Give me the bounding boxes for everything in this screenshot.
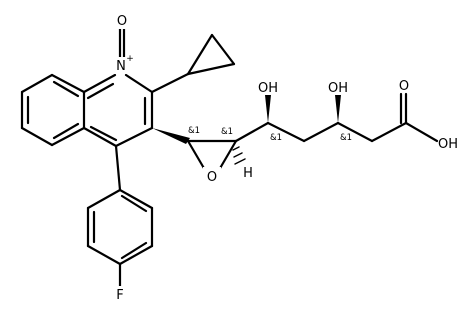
wedge-bond-oh3 — [335, 95, 341, 123]
side-chain — [234, 92, 439, 143]
pyridine-ring — [82, 73, 154, 148]
atom-epoxide-h: H — [243, 166, 253, 181]
cyclopropyl — [150, 33, 236, 94]
fluorophenyl — [86, 144, 154, 292]
label-bg-f — [113, 286, 127, 303]
stereo-label-c-right: &1 — [221, 127, 233, 137]
atom-oh-3: OH — [328, 81, 348, 96]
hashed-bond-h — [232, 146, 246, 165]
label-bg-n — [113, 57, 129, 74]
atom-n: N — [116, 59, 126, 74]
wedge-bond-oh5 — [265, 95, 271, 123]
atom-oh-5: OH — [258, 81, 278, 96]
stereo-label-c3: &1 — [340, 133, 352, 143]
atom-n-oxide-o: O — [117, 14, 127, 29]
atom-fluorine: F — [116, 288, 123, 303]
atom-acid-oh: OH — [438, 137, 458, 152]
epoxide-ring — [186, 139, 238, 172]
label-bg-epoxide-o — [203, 167, 221, 184]
charge-plus: + — [126, 54, 134, 64]
atom-epoxide-o: O — [207, 170, 217, 185]
stereo-label-c-left: &1 — [188, 126, 200, 136]
benzo-ring — [20, 73, 86, 147]
stereo-label-c5: &1 — [270, 133, 282, 143]
label-bg-o — [114, 12, 130, 29]
wedge-bond-c3-epoxide — [152, 128, 190, 144]
atom-acid-o: O — [399, 79, 409, 94]
